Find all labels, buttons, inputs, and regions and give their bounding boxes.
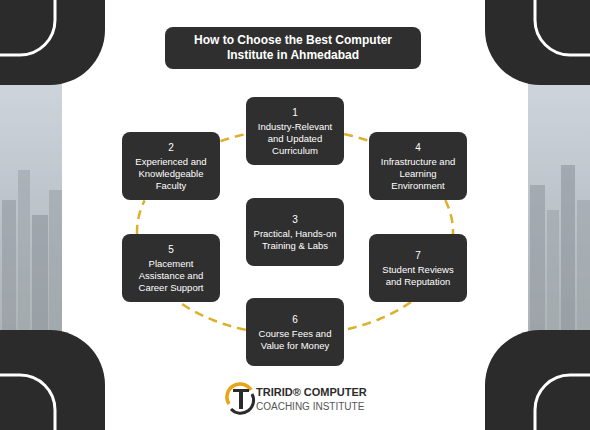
step-label: Placement Assistance and Career Support (127, 258, 215, 294)
step-label: Experienced and Knowledgeable Faculty (127, 156, 215, 192)
title-banner: How to Choose the Best Computer Institut… (165, 27, 421, 69)
step-label: Infrastructure and Learning Environment (374, 156, 462, 192)
step-label: Industry-Relevant and Updated Curriculum (251, 121, 339, 157)
step-number: 6 (292, 313, 298, 326)
step-number: 4 (415, 141, 421, 154)
ring-segment (179, 302, 245, 330)
step-label: Course Fees and Value for Money (251, 328, 339, 352)
logo-icon (227, 384, 254, 413)
step-number: 3 (292, 213, 298, 226)
step-number: 2 (168, 141, 174, 154)
step-number: 5 (168, 243, 174, 256)
step-number: 1 (292, 106, 298, 119)
logo-text: TRIRID® COMPUTER (256, 386, 367, 398)
step-box: 7Student Reviews and Reputation (369, 234, 467, 302)
step-box: 5Placement Assistance and Career Support (122, 234, 220, 302)
title-text: How to Choose the Best Computer Institut… (177, 33, 409, 63)
ring-segment (445, 200, 453, 234)
logo-text: COACHING INSTITUTE (256, 401, 364, 412)
step-label: Student Reviews and Reputation (374, 264, 462, 288)
center-panel (62, 0, 528, 430)
step-box: 1Industry-Relevant and Updated Curriculu… (246, 97, 344, 165)
step-box: 3Practical, Hands-on Training & Labs (246, 198, 344, 266)
step-number: 7 (415, 249, 421, 262)
step-box: 2Experienced and Knowledgeable Faculty (122, 132, 220, 200)
ring-segment (344, 302, 411, 330)
ring-segment (220, 134, 245, 141)
step-box: 6Course Fees and Value for Money (246, 298, 344, 366)
step-box: 4Infrastructure and Learning Environment (369, 132, 467, 200)
ring-segment (344, 134, 369, 141)
ring-segment (137, 200, 145, 234)
step-label: Practical, Hands-on Training & Labs (251, 228, 339, 252)
